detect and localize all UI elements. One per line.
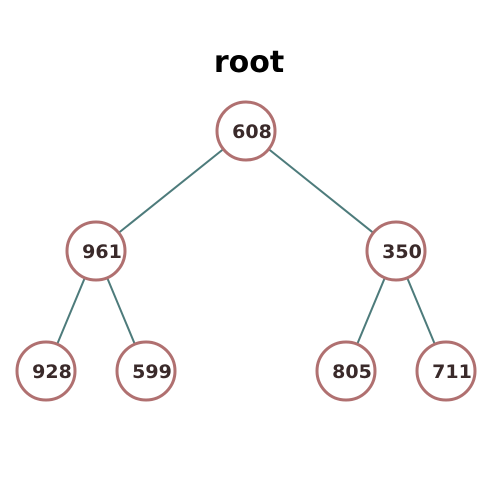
node-label: 805 bbox=[332, 361, 372, 383]
node-circle bbox=[65, 220, 127, 282]
node-circle bbox=[315, 340, 377, 402]
tree-edge bbox=[245, 130, 397, 252]
tree-node: 805 bbox=[315, 340, 377, 402]
node-label: 599 bbox=[132, 361, 172, 383]
nodes-layer: 608 961 350 928 599 805 711 bbox=[15, 100, 477, 402]
tree-node: 711 bbox=[415, 340, 477, 402]
node-circle bbox=[15, 340, 77, 402]
node-label: 961 bbox=[82, 241, 122, 263]
node-circle bbox=[415, 340, 477, 402]
tree-edge bbox=[95, 130, 247, 252]
node-label: 711 bbox=[432, 361, 472, 383]
tree-node: 961 bbox=[65, 220, 127, 282]
node-circle bbox=[215, 100, 277, 162]
node-circle bbox=[115, 340, 177, 402]
tree-node: 599 bbox=[115, 340, 177, 402]
tree-node: 928 bbox=[15, 340, 77, 402]
tree-title: root bbox=[214, 45, 284, 80]
node-circle bbox=[365, 220, 427, 282]
tree-node: 608 bbox=[215, 100, 277, 162]
tree-node: 350 bbox=[365, 220, 427, 282]
node-label: 350 bbox=[382, 241, 422, 263]
node-label: 928 bbox=[32, 361, 72, 383]
node-label: 608 bbox=[232, 121, 272, 143]
